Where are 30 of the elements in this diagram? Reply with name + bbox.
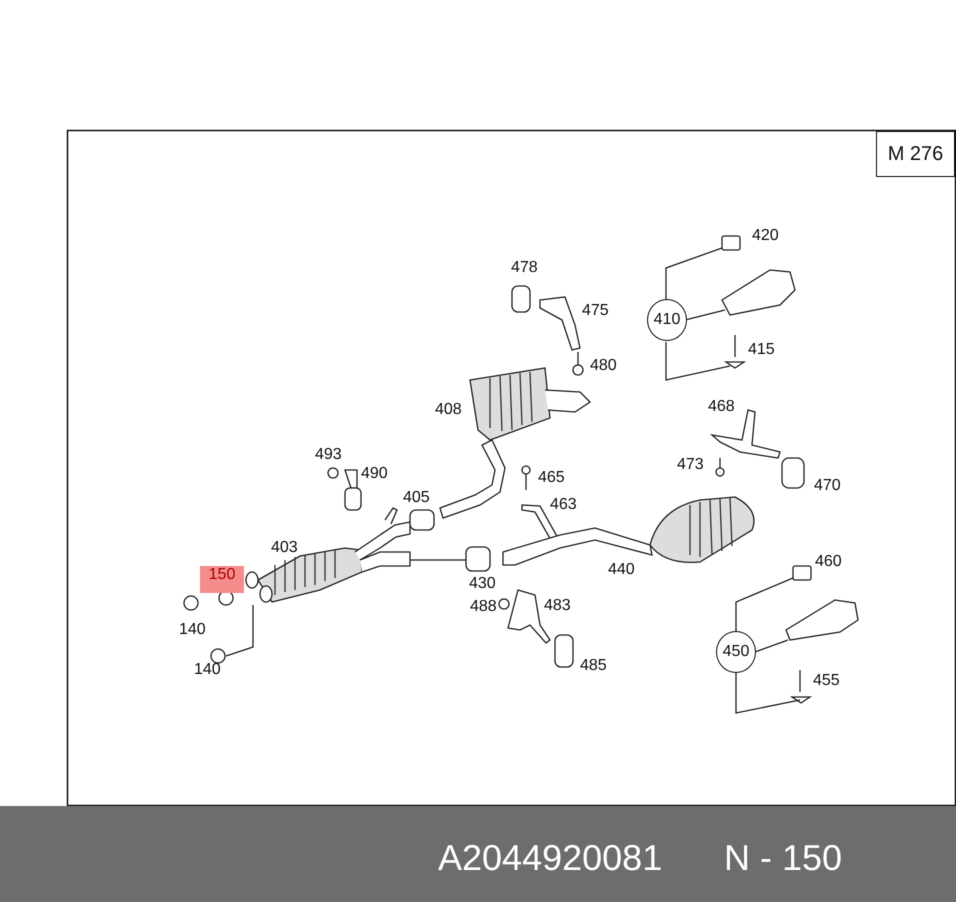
callout-number: 463 [550,496,577,514]
callout-number: 480 [590,357,617,375]
callout-number: 430 [469,575,496,593]
diagram-code-box: M 276 [876,131,955,177]
part-number: A2044920081 [438,838,662,878]
callout-number: 440 [608,561,635,579]
callout-number: 488 [470,598,497,616]
group-callout-circle: 450 [716,631,756,673]
callout-number: 403 [271,539,298,557]
callout-number: 490 [361,465,388,483]
callout-number: 405 [403,489,430,507]
callout-number: 473 [677,456,704,474]
highlighted-callout: 150 [200,566,244,593]
callout-number: 408 [435,401,462,419]
diagram-reference: N - 150 [724,838,842,878]
callout-number: 455 [813,672,840,690]
callout-number: 493 [315,446,342,464]
callout-number: 140 [194,661,221,679]
callout-number: 465 [538,469,565,487]
callout-number: 485 [580,657,607,675]
callout-number: 478 [511,259,538,277]
group-callout-circle: 410 [647,299,687,341]
callout-number: 483 [544,597,571,615]
callout-number: 470 [814,477,841,495]
callout-number: 475 [582,302,609,320]
callout-number: 468 [708,398,735,416]
callout-number: 140 [179,621,206,639]
callout-number: 420 [752,227,779,245]
callout-number: 415 [748,341,775,359]
callout-number: 460 [815,553,842,571]
